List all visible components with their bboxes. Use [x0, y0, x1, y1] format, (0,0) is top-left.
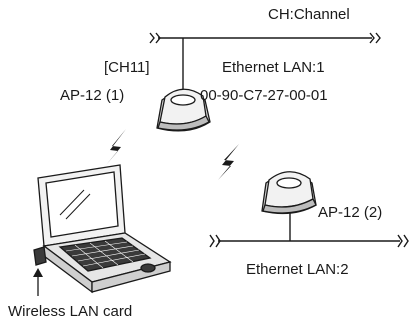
wireless-link-1-icon [106, 129, 126, 165]
ap2-device [261, 171, 317, 215]
channel-legend: CH:Channel [268, 6, 350, 23]
card-pointer-arrow [33, 268, 43, 296]
ap1-mac-address: 00-90-C7-27-00-01 [200, 87, 328, 104]
ethernet-lan-1-line [149, 32, 381, 98]
lan2-label: Ethernet LAN:2 [246, 261, 349, 278]
lan1-label: Ethernet LAN:1 [222, 59, 325, 76]
ap2-label: AP-12 (2) [318, 204, 383, 221]
ap1-label: AP-12 (1) [60, 87, 125, 104]
ap1-device [156, 88, 211, 132]
ethernet-lan-2-line [209, 212, 409, 248]
laptop-icon [33, 164, 172, 294]
wireless-link-2-icon [218, 144, 239, 180]
channel-tag: [CH11] [104, 59, 150, 76]
wireless-card-label: Wireless LAN card [8, 303, 133, 320]
